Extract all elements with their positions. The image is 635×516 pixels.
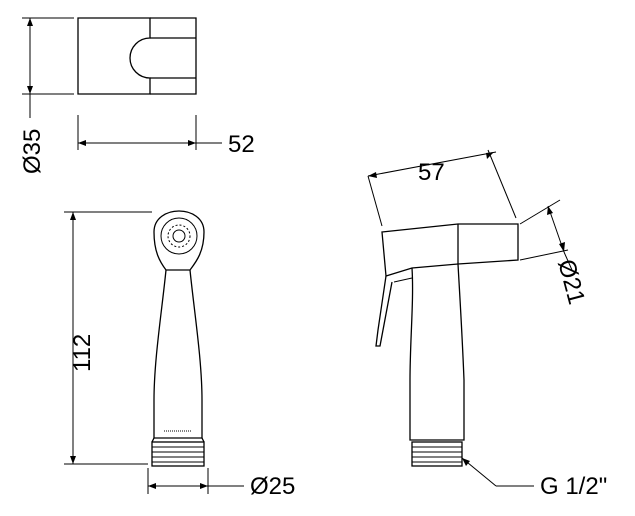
dimension-head-width: 57 <box>367 149 517 227</box>
wall-holder <box>77 17 197 95</box>
dimension-base-diameter: Ø25 <box>147 468 295 500</box>
thread-label: G 1/2" <box>540 473 607 500</box>
dimension-holder-height: Ø35 <box>19 17 74 174</box>
head-diameter-label: Ø21 <box>552 257 590 308</box>
spray-side-view <box>375 223 519 467</box>
base-diameter-label: Ø25 <box>250 473 295 500</box>
dimension-holder-width: 52 <box>77 115 255 158</box>
holder-height-label: Ø35 <box>19 129 46 174</box>
holder-width-label: 52 <box>228 131 255 158</box>
thread-callout: G 1/2" <box>461 457 607 500</box>
spray-front-view <box>151 210 205 467</box>
head-width-label: 57 <box>418 159 445 186</box>
dimension-spray-length: 112 <box>64 211 152 465</box>
spray-length-label: 112 <box>69 334 96 372</box>
dimension-head-diameter: Ø21 <box>519 199 590 308</box>
